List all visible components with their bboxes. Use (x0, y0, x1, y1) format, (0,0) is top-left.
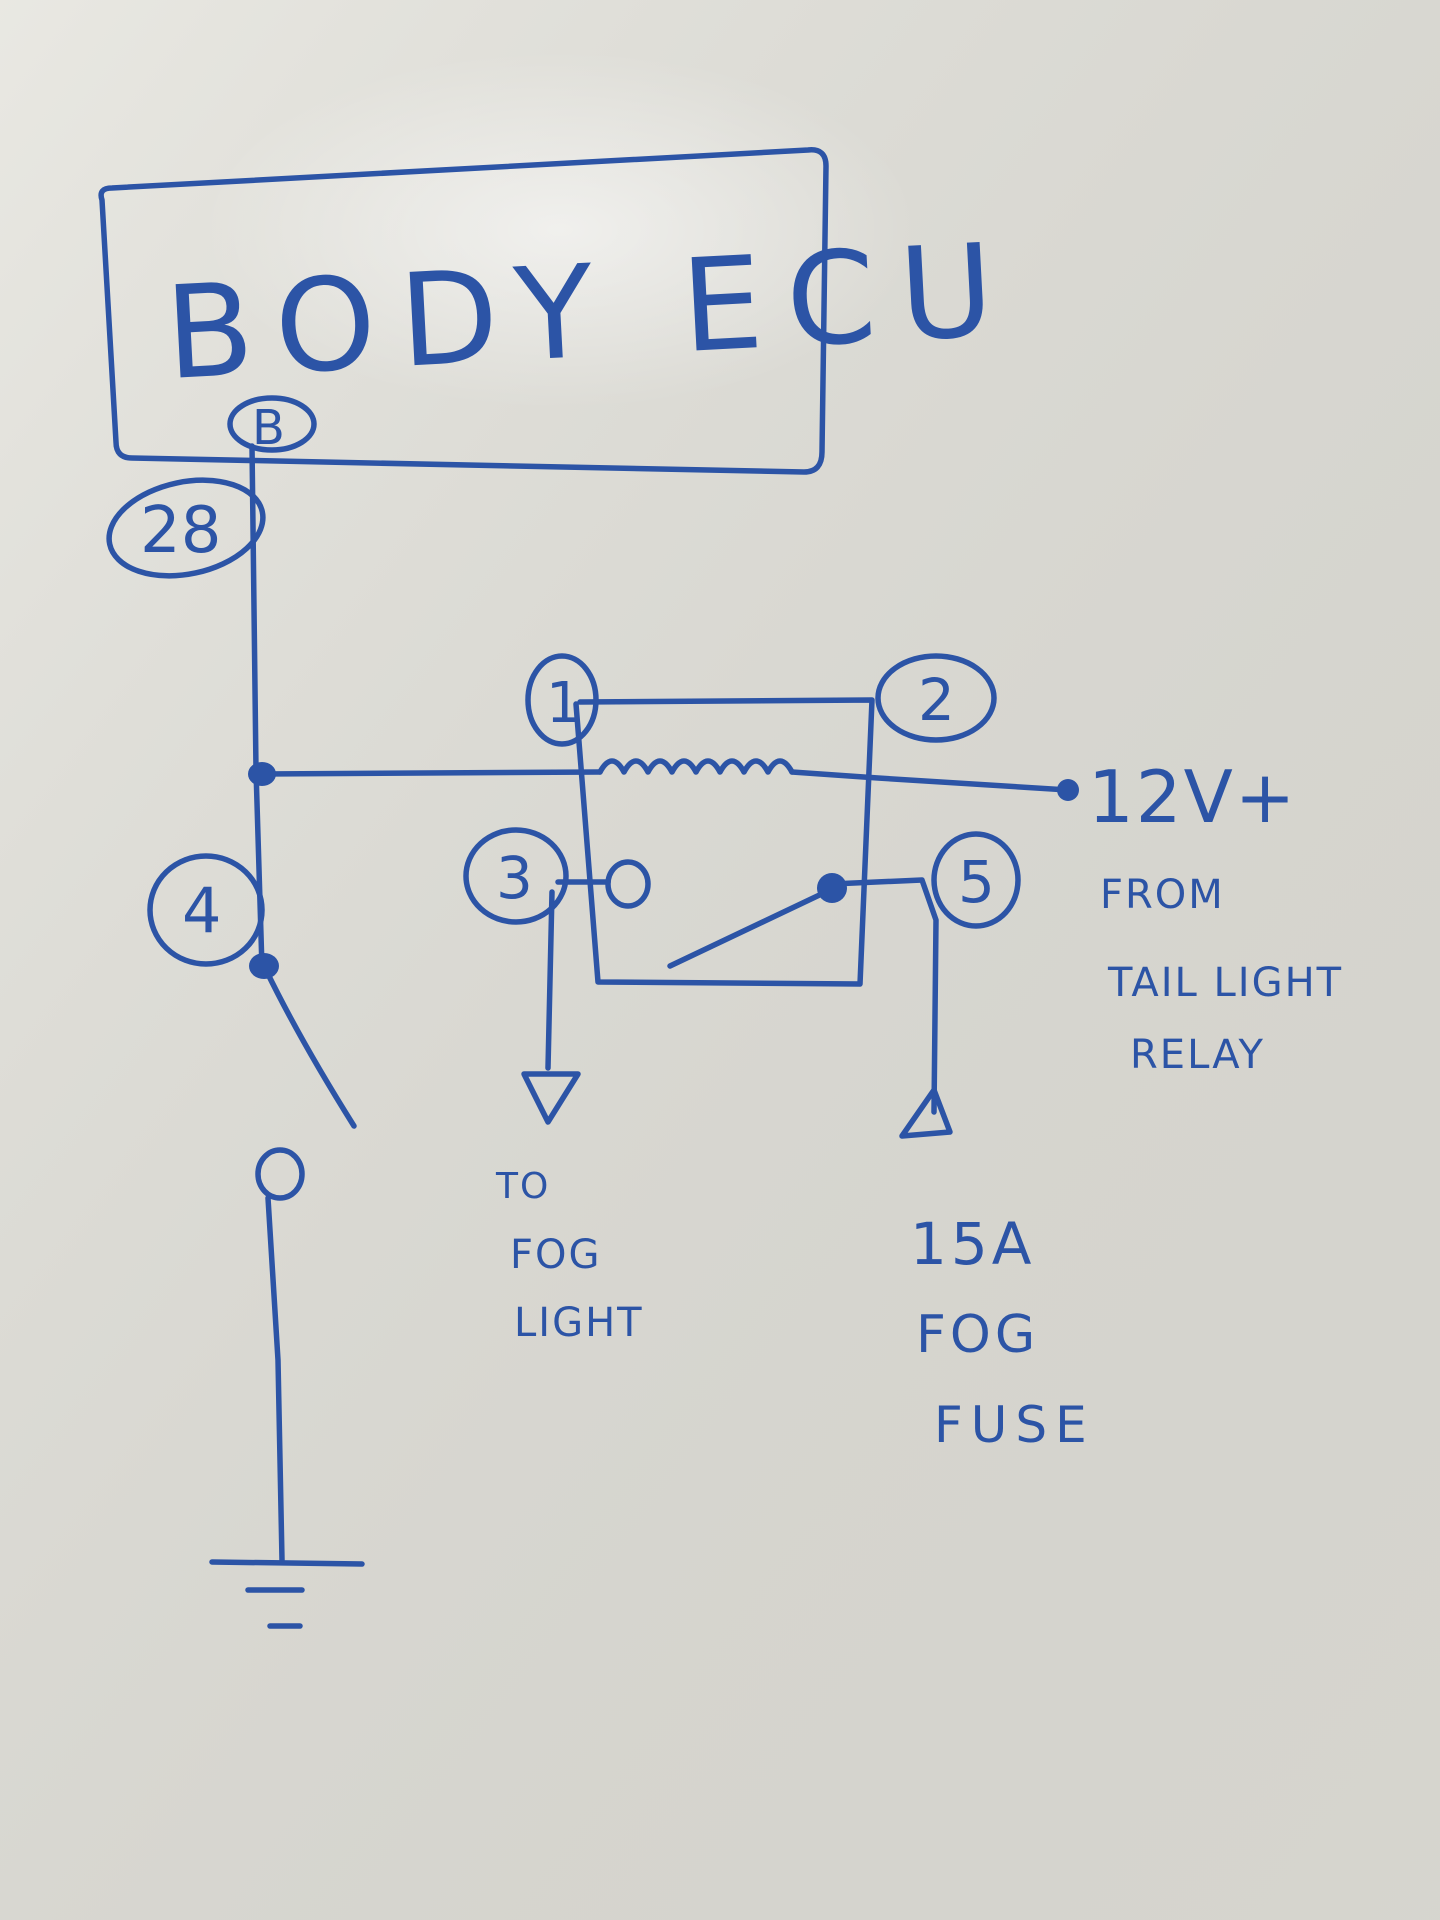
contact-5-wire (829, 877, 939, 1115)
pin-1-label: 1 (546, 671, 582, 736)
supply-wire (789, 769, 1071, 793)
pin-28-circle (106, 477, 266, 579)
fuse-line-1: 15A (910, 1210, 1035, 1278)
supply-terminal-dot (1057, 779, 1079, 801)
connector-b-label: B (252, 400, 285, 456)
fog-light-line-2: FOG (510, 1232, 602, 1278)
pin-4-circle (147, 853, 265, 967)
switch-blade (263, 967, 357, 1129)
fog-light-line-3: LIGHT (514, 1300, 644, 1346)
fog-light-wire (545, 889, 555, 1071)
fog-light-line-1: TO (495, 1166, 550, 1207)
board-glare (200, 50, 920, 410)
relay-box (573, 697, 875, 987)
relay-coil (597, 758, 795, 775)
pin-1-circle (525, 653, 599, 747)
ecu-box (98, 147, 829, 475)
fog-light-arrow (521, 1071, 581, 1125)
ground-symbol (209, 1559, 365, 1629)
pin-5-circle (931, 831, 1021, 929)
supply-line-2: TAIL LIGHT (1107, 960, 1343, 1006)
contact-5-dot (817, 873, 847, 903)
ground-wire (265, 1195, 285, 1563)
pin-3-circle (463, 827, 569, 925)
pin-3-label: 3 (496, 844, 533, 912)
pin-2-label: 2 (918, 666, 955, 734)
junction-dot-coil (248, 762, 276, 786)
relay-armature (667, 887, 833, 969)
fuse-line-2: FOG (916, 1305, 1039, 1365)
pin-4-label: 4 (182, 874, 221, 947)
coil-feed-wire (259, 769, 603, 777)
pin-5-label: 5 (958, 848, 995, 916)
pin-28-label: 28 (140, 494, 221, 568)
connector-b-circle (227, 395, 317, 453)
fuse-arrow (899, 1087, 953, 1139)
switch-contact (255, 1147, 305, 1201)
contact-3-terminal (605, 859, 651, 909)
pin-2-circle (875, 653, 997, 743)
supply-line-1: FROM (1100, 872, 1225, 918)
supply-line-3: RELAY (1130, 1032, 1265, 1078)
junction-dot-switch (249, 953, 279, 979)
supply-voltage-label: 12V+ (1088, 755, 1297, 839)
fuse-line-3: FUSE (934, 1396, 1095, 1454)
